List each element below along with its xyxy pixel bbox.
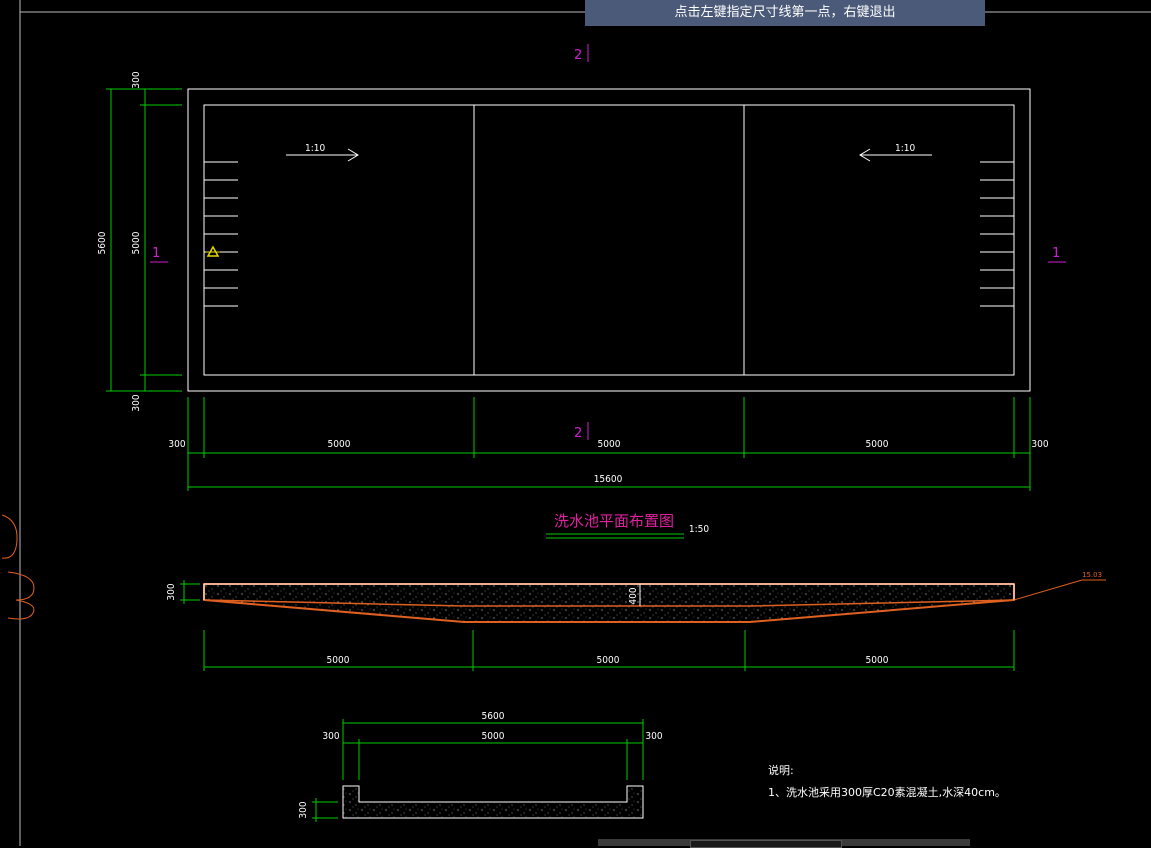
- dim-sec2-slab: 300: [298, 801, 309, 818]
- left-steps: [204, 161, 238, 307]
- dim-right-wall: 300: [1031, 439, 1048, 450]
- dim-sec2-left-wall: 300: [322, 731, 339, 742]
- elevation-label: 15.03: [1082, 571, 1102, 579]
- dim-bay-2: 5000: [598, 439, 621, 450]
- slope-arrow-right: 1:10: [859, 143, 932, 162]
- edge-fragment-glyph: [7, 571, 35, 620]
- pool-bottom-line: [203, 599, 1015, 607]
- right-steps: [980, 161, 1014, 307]
- section-mark-top: 2: [574, 48, 582, 63]
- bottom-dimension-lines: [187, 397, 1031, 491]
- dim-sec-bay-1: 5000: [327, 655, 350, 666]
- dim-total-length: 15600: [594, 474, 623, 485]
- horizontal-scrollbar[interactable]: [598, 839, 970, 848]
- pool-inner-wall: [203, 104, 1015, 376]
- dim-sec2-right-wall: 300: [645, 731, 662, 742]
- slab-dim-lines: [180, 580, 200, 604]
- dim-sec2-inner: 5000: [482, 731, 505, 742]
- section-mark-left: 1: [152, 246, 160, 261]
- notes-heading: 说明:: [768, 763, 794, 777]
- dim-sec-bay-2: 5000: [597, 655, 620, 666]
- section-mark-bottom: 2: [574, 426, 582, 441]
- section1-dimension-lines: [203, 630, 1015, 671]
- plan-scale: 1:50: [689, 524, 709, 535]
- slope-arrow-left: 1:10: [286, 143, 359, 162]
- pool-outer-wall: [187, 88, 1031, 392]
- dim-bay-1: 5000: [328, 439, 351, 450]
- dim-top-wall: 300: [131, 71, 142, 88]
- section2-dimension-lines: [342, 719, 644, 780]
- section-2-view: 5600 5000 300 300 300: [298, 711, 663, 822]
- dim-slab: 300: [166, 583, 177, 600]
- plan-title: 洗水池平面布置图: [554, 512, 674, 530]
- slope-label-right: 1:10: [895, 143, 915, 154]
- scrollbar-thumb[interactable]: [690, 840, 842, 848]
- left-dimension-lines: [106, 88, 182, 392]
- notes-item-1: 1、洗水池采用300厚C20素混凝土,水深40cm。: [768, 785, 1006, 799]
- section-mark-right: 1: [1052, 246, 1060, 261]
- edge-fragment-glyph: [1, 514, 18, 559]
- dim-bottom-wall: 300: [131, 394, 142, 411]
- dim-inner-height: 5000: [131, 231, 142, 254]
- section-1-view: 15.03 400 300 5000 5000 5000: [166, 571, 1106, 671]
- dim-left-wall: 300: [168, 439, 185, 450]
- command-prompt-bar: 点击左键指定尺寸线第一点，右键退出: [585, 0, 985, 26]
- section2-slab-dim: [312, 798, 338, 822]
- dim-sec-bay-3: 5000: [866, 655, 889, 666]
- dim-bay-3: 5000: [866, 439, 889, 450]
- elevation-leader: [1013, 579, 1083, 601]
- slope-label-left: 1:10: [305, 143, 325, 154]
- concrete-section-fill: [204, 584, 1014, 622]
- plan-view: 1:10 1:10 1 1 2 2 5600 5000 300 3: [97, 44, 1066, 539]
- dim-sec2-total: 5600: [482, 711, 505, 722]
- section2-concrete: [342, 785, 644, 819]
- dim-total-height: 5600: [97, 231, 108, 254]
- dim-depth: 400: [628, 587, 639, 604]
